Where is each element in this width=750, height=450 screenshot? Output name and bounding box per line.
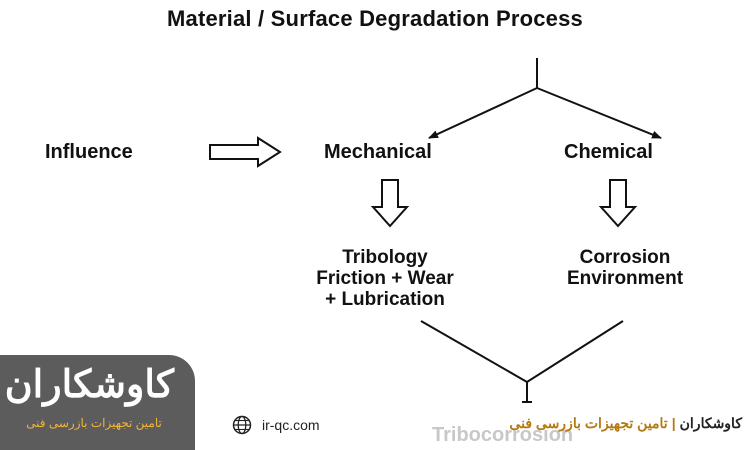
globe-icon [232,415,252,435]
footer-brand-tagline: تامین تجهیزات بازرسی فنی [509,415,668,431]
mechanical-down-arrow [370,179,410,228]
brand-badge [0,355,195,450]
chemical-outcome-line: Corrosion [579,247,671,268]
footer-brand-name: کاوشکاران [679,415,742,431]
mechanical-label: Mechanical [324,141,432,163]
footer-separator: | [671,415,676,431]
arrow-to-chemical [536,87,662,139]
mechanical-outcome-line: Tribology [342,247,428,268]
mechanical-outcome: Tribology Friction + Wear + Lubrication [280,247,490,310]
mechanical-outcome-line: + Lubrication [325,289,445,310]
chemical-label: Chemical [564,141,653,163]
chemical-outcome: Corrosion Environment [535,247,715,289]
influence-label: Influence [45,141,133,163]
result-label: Tribocorrosion [432,424,574,446]
brand-name: کاوشکاران [4,364,174,406]
diagram-title: Material / Surface Degradation Process [167,6,583,31]
footer-brand: کاوشکاران|تامین تجهیزات بازرسی فنی [470,415,742,432]
arrow-to-mechanical [428,87,538,139]
chemical-down-arrow [598,179,638,228]
merge-line-right [526,320,624,383]
brand-tagline: تامین تجهیزات بازرسی فنی [26,416,162,430]
chemical-outcome-line: Environment [566,268,684,289]
mechanical-outcome-line: Friction + Wear [316,268,454,289]
website-link[interactable]: ir-qc.com [262,417,320,433]
influence-arrow [209,136,282,168]
merge-line-left [420,320,528,383]
